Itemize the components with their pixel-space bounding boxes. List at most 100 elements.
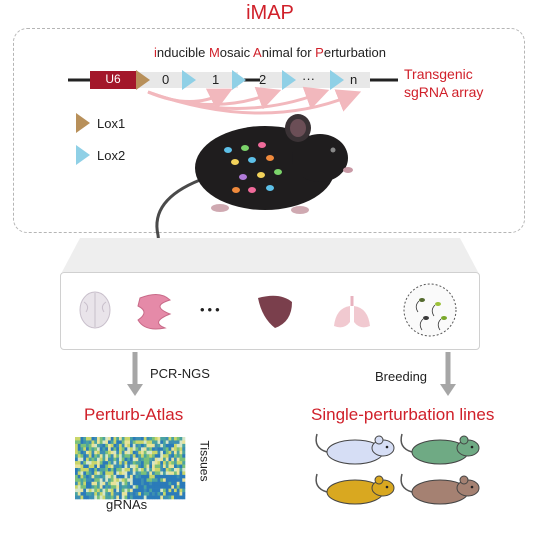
heatmap-cell bbox=[75, 457, 79, 462]
heatmap-cell bbox=[168, 464, 172, 469]
heatmap-cell bbox=[116, 481, 120, 486]
heatmap-cell bbox=[113, 488, 117, 493]
heatmap-cell bbox=[141, 464, 145, 469]
heatmap-cell bbox=[138, 468, 142, 472]
heatmap-cell bbox=[152, 471, 156, 476]
heatmap-cell bbox=[135, 481, 139, 486]
heatmap-cell bbox=[127, 443, 131, 448]
heatmap-cell bbox=[160, 447, 164, 452]
heatmap-cell bbox=[130, 447, 134, 452]
tissue-panel bbox=[60, 272, 480, 350]
heatmap-cell bbox=[83, 464, 87, 469]
heatmap-cell bbox=[88, 450, 92, 455]
left-down-arrow-head bbox=[127, 384, 143, 396]
heatmap-cell bbox=[86, 492, 90, 496]
heatmap-cell bbox=[86, 464, 90, 469]
pcr-ngs-label: PCR-NGS bbox=[150, 366, 210, 381]
subtitle-initial: A bbox=[253, 45, 262, 60]
heatmap-cell bbox=[179, 488, 183, 493]
heatmap-cell bbox=[94, 447, 98, 452]
heatmap-cell bbox=[105, 450, 109, 455]
heatmap-cell bbox=[110, 457, 114, 462]
heatmap-cell bbox=[160, 437, 164, 441]
heatmap-cell bbox=[182, 478, 186, 483]
heatmap-cell bbox=[105, 488, 109, 493]
heatmap-cell bbox=[130, 457, 134, 462]
heatmap-cell bbox=[149, 461, 153, 465]
heatmap-cell bbox=[83, 481, 87, 486]
heatmap-cell bbox=[83, 450, 87, 455]
heatmap-cell bbox=[99, 440, 103, 445]
heatmap-cell bbox=[124, 447, 128, 452]
heatmap-cell bbox=[146, 485, 150, 489]
heatmap-cell bbox=[138, 478, 142, 483]
heatmap-cell bbox=[141, 478, 145, 483]
heatmap-cell bbox=[179, 464, 183, 469]
heatmap-cell bbox=[102, 457, 106, 462]
heatmap-cell bbox=[143, 457, 147, 462]
heatmap-cell bbox=[135, 474, 139, 479]
heatmap-cell bbox=[154, 447, 158, 452]
lox2-site-1 bbox=[182, 70, 196, 90]
heatmap-cell bbox=[165, 492, 169, 496]
heatmap-cell bbox=[119, 454, 123, 458]
heatmap-cell bbox=[179, 478, 183, 483]
heatmap-cell bbox=[108, 440, 112, 445]
heatmap-cell bbox=[168, 461, 172, 465]
heatmap-cell bbox=[168, 474, 172, 479]
heatmap-cell bbox=[165, 474, 169, 479]
heatmap-cell bbox=[171, 481, 175, 486]
heatmap-cell bbox=[91, 447, 95, 452]
perturb-atlas-heatmap bbox=[75, 437, 186, 500]
heatmap-cell bbox=[116, 437, 120, 441]
heatmap-cell bbox=[121, 450, 125, 455]
heatmap-cell bbox=[132, 447, 136, 452]
heatmap-cell bbox=[75, 450, 79, 455]
heatmap-cell bbox=[171, 488, 175, 493]
heatmap-cell bbox=[97, 457, 101, 462]
heatmap-cell bbox=[165, 495, 169, 500]
heatmap-cell bbox=[182, 450, 186, 455]
heatmap-cell bbox=[152, 488, 156, 493]
heatmap-cell bbox=[99, 488, 103, 493]
heatmap-cell bbox=[132, 485, 136, 489]
heatmap-cell bbox=[138, 454, 142, 458]
heatmap-cell bbox=[146, 468, 150, 472]
heatmap-cell bbox=[94, 450, 98, 455]
heatmap-cell bbox=[94, 464, 98, 469]
heatmap-cell bbox=[130, 471, 134, 476]
heatmap-cell bbox=[152, 468, 156, 472]
intestine-icon bbox=[137, 294, 172, 330]
heatmap-cell bbox=[130, 478, 134, 483]
heatmap-cell bbox=[99, 454, 103, 458]
heatmap-cell bbox=[113, 485, 117, 489]
heatmap-cell bbox=[179, 461, 183, 465]
heatmap-cell bbox=[157, 492, 161, 496]
heatmap-cell bbox=[132, 443, 136, 448]
heatmap-cell bbox=[179, 457, 183, 462]
heatmap-cell bbox=[110, 488, 114, 493]
heatmap-cell bbox=[75, 485, 79, 489]
heatmap-cell bbox=[130, 440, 134, 445]
heatmap-cell bbox=[108, 450, 112, 455]
heatmap-cell bbox=[182, 495, 186, 500]
heatmap-cell bbox=[149, 450, 153, 455]
heatmap-cell bbox=[176, 450, 180, 455]
heatmap-cell bbox=[138, 464, 142, 469]
heatmap-cell bbox=[110, 450, 114, 455]
heatmap-cell bbox=[157, 481, 161, 486]
heatmap-cell bbox=[154, 437, 158, 441]
heatmap-cell bbox=[108, 461, 112, 465]
heatmap-cell bbox=[165, 461, 169, 465]
heatmap-cell bbox=[97, 488, 101, 493]
heatmap-cell bbox=[91, 488, 95, 493]
heatmap-cell bbox=[77, 440, 81, 445]
heatmap-cell bbox=[171, 468, 175, 472]
heatmap-cell bbox=[135, 440, 139, 445]
heatmap-cell bbox=[152, 464, 156, 469]
heatmap-cell bbox=[135, 437, 139, 441]
heatmap-cell bbox=[121, 495, 125, 500]
heatmap-cell bbox=[124, 485, 128, 489]
heatmap-cell bbox=[113, 440, 117, 445]
